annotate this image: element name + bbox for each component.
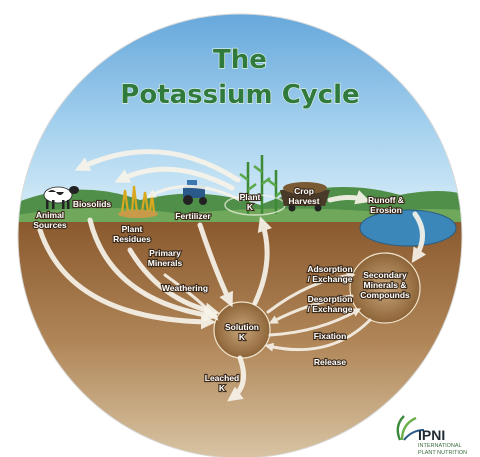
arrow-fertilizer-to-solution [197,222,233,308]
label-secondary-3: Compounds [360,290,410,300]
label-plant-residues-2: Residues [113,234,151,244]
arrow-residues-to-solution [127,247,220,318]
ipni-logo: IPNI INTERNATIONAL PLANT NUTRITION [396,415,467,456]
arrow-adsorption [266,271,356,314]
label-plant-residues-1: Plant [122,224,143,234]
label-secondary-1: Secondary [363,270,407,280]
arrow-release [264,318,372,352]
label-solution-k-2: K [239,332,246,342]
label-biosolids: Biosolids [73,199,112,209]
tractor-icon [183,180,207,205]
title-line-2: Potassium Cycle [120,80,359,110]
label-secondary-2: Minerals & [364,280,407,290]
scene-outline [17,13,463,457]
label-plant-k-2: K [247,202,254,212]
arrow-animal-to-solution [37,227,216,330]
arrow-runoff-to-secondary [411,211,427,264]
arrow-weathering-to-solution [163,273,219,321]
label-solution-k-1: Solution [225,322,259,332]
label-leached-k-2: K [219,383,226,393]
title-line-1: The [213,45,267,75]
logo-name: IPNI [418,427,445,443]
label-desorption-2: / Exchange [308,304,353,314]
label-runoff-2: Erosion [370,205,402,215]
label-animal-sources-1: Animal [36,210,64,220]
harvest-wagon-icon [280,182,330,212]
ipni-leaf-icon [396,415,425,441]
label-adsorption-2: / Exchange [308,274,353,284]
arrow-fixation [268,308,362,337]
cow-icon [43,186,79,209]
pond [359,209,457,247]
label-animal-sources-2: Sources [33,220,67,230]
label-weathering: Weathering [162,283,208,293]
label-leached-k-1: Leached [205,373,240,383]
arrow-desorption [268,294,354,324]
labels: Animal Sources Biosolids Plant Residues … [32,185,411,394]
arrow-plant-to-animal [74,149,241,183]
arrow-plant-to-residues [146,185,242,202]
arrow-solution-to-plant [252,216,273,306]
residue-plants-icon [118,185,158,218]
label-crop-harvest-1: Crop [294,186,314,196]
logo-subtitle-2: PLANT NUTRITION [418,450,467,456]
crop-plants-icon [224,155,286,216]
label-desorption-1: Desorption [308,294,353,304]
label-crop-harvest-2: Harvest [288,196,319,206]
logo-subtitle-1: INTERNATIONAL [418,443,462,449]
label-runoff-1: Runoff & [368,195,404,205]
label-primary-minerals-1: Primary [149,248,181,258]
arrow-to-runoff [327,190,371,205]
arrow-leached [227,355,247,402]
arrow-plant-to-biosolids [114,166,235,191]
label-release: Release [314,357,346,367]
label-adsorption-1: Adsorption [307,264,352,274]
arrow-biosolids-to-solution [87,217,218,323]
label-primary-minerals-2: Minerals [148,258,183,268]
label-fertilizer: Fertilizer [175,211,211,221]
flow-arrows [37,149,427,402]
secondary-minerals-pool [349,252,421,324]
label-plant-k-1: Plant [240,192,261,202]
label-fixation: Fixation [314,331,347,341]
